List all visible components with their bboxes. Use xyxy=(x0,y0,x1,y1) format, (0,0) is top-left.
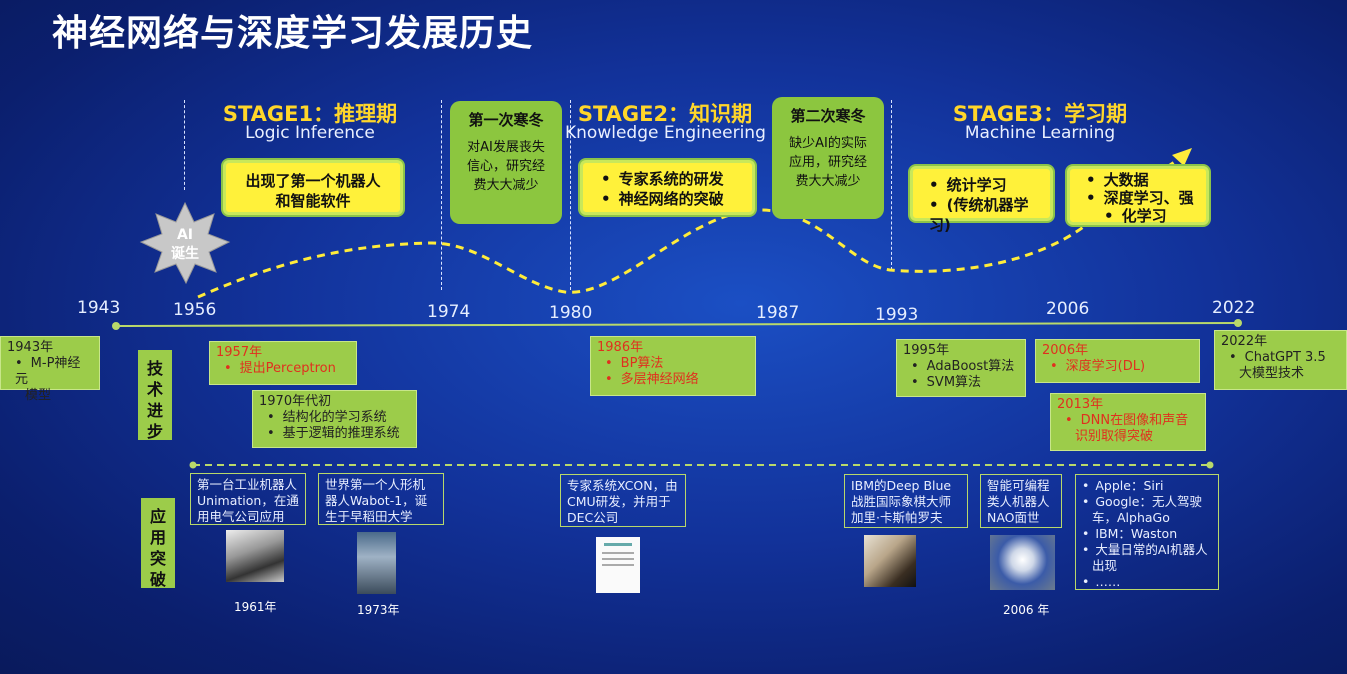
unimation-photo xyxy=(226,530,284,582)
stage1-title: STAGE1：推理期 xyxy=(222,102,398,126)
stage-separator xyxy=(891,100,892,270)
app-deep-blue: IBM的Deep Blue战胜国际象棋大师加里·卡斯帕罗夫 xyxy=(844,474,968,528)
stage-separator xyxy=(570,100,571,290)
tech-1986: 1986年 BP算法多层神经网络 xyxy=(590,336,756,396)
stage2-title: STAGE2：知识期 xyxy=(577,102,753,126)
app-xcon: 专家系统XCON，由CMU研发，并用于DEC公司 xyxy=(560,474,686,527)
ai-birth-star-icon xyxy=(139,201,231,285)
tech-2006: 2006年 深度学习(DL) xyxy=(1035,339,1200,383)
year-label: 1956 xyxy=(173,300,217,320)
winter-2-box: 第二次寒冬 缺少AI的实际应用，研究经费大大减少 xyxy=(772,97,884,219)
app-recent: Apple：SiriGoogle：无人驾驶车，AlphaGoIBM：Waston… xyxy=(1075,474,1219,590)
tech-1943: 1943年 M-P神经元 模型 xyxy=(0,336,100,403)
year-label: 1993 xyxy=(875,305,919,325)
stage1-box: 出现了第一个机器人和智能软件 xyxy=(223,160,403,215)
caption-1961: 1961年 xyxy=(234,600,277,614)
app-breakthrough-label: 应用突破 xyxy=(141,498,175,589)
stage2-subtitle: Knowledge Engineering xyxy=(565,123,766,143)
tech-progress-label: 技术进步 xyxy=(138,350,172,441)
year-label: 1974 xyxy=(427,302,471,322)
stage3-title: STAGE3：学习期 xyxy=(952,102,1128,126)
year-label: 2006 xyxy=(1046,299,1090,319)
stage3-subtitle: Machine Learning xyxy=(964,123,1116,143)
page-title: 神经网络与深度学习发展历史 xyxy=(52,13,534,54)
xcon-document-image xyxy=(596,537,640,593)
year-label: 1943 xyxy=(77,298,121,318)
caption-2006: 2006 年 xyxy=(1003,603,1050,617)
stage3-box-1: 统计学习(传统机器学习) xyxy=(910,166,1053,234)
stage-separator xyxy=(441,100,442,290)
tech-2022: 2022年 ChatGPT 3.5 大模型技术 xyxy=(1214,330,1347,390)
stage3-box-2: 大数据深度学习、强化学习 xyxy=(1067,166,1209,225)
tech-1957: 1957年 提出Perceptron xyxy=(209,341,357,385)
tech-2013: 2013年 DNN在图像和声音 识别取得突破 xyxy=(1050,393,1206,451)
stage2-box: 专家系统的研发神经网络的突破 xyxy=(580,160,755,215)
trend-curve xyxy=(197,153,1186,299)
year-label: 1980 xyxy=(549,303,593,323)
arrow-head-icon xyxy=(1172,148,1192,166)
deep-blue-photo xyxy=(864,535,916,587)
app-unimation: 第一台工业机器人Unimation，在通用电气公司应用 xyxy=(190,473,306,525)
ai-birth-label: AI 诞生 xyxy=(171,227,199,262)
app-wabot: 世界第一个人形机器人Wabot-1，诞生于早稻田大学 xyxy=(318,473,444,525)
stage1-subtitle: Logic Inference xyxy=(245,123,375,143)
caption-1973: 1973年 xyxy=(357,603,400,617)
winter-1-box: 第一次寒冬 对AI发展丧失信心，研究经费大大减少 xyxy=(450,101,562,224)
tech-1970s: 1970年代初 结构化的学习系统基于逻辑的推理系统 xyxy=(252,390,417,448)
timeline-axis xyxy=(115,322,1239,327)
year-label: 2022 xyxy=(1212,298,1256,318)
app-nao: 智能可编程类人机器人NAO面世 xyxy=(980,474,1062,528)
nao-robot-photo xyxy=(990,535,1055,590)
year-label: 1987 xyxy=(756,303,800,323)
stage-separator xyxy=(184,100,185,190)
tech-1995: 1995年 AdaBoost算法SVM算法 xyxy=(896,339,1026,397)
wabot-photo xyxy=(357,532,396,594)
